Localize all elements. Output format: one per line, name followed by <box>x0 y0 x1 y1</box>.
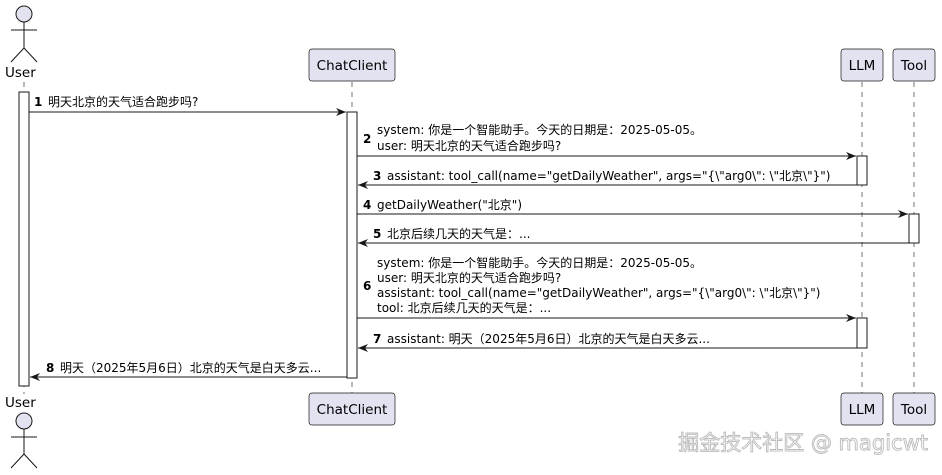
llm-activation-1 <box>856 155 868 186</box>
message-6-line-4: tool: 北京后续几天的天气是：... <box>377 300 551 315</box>
chatclient-box-top <box>308 48 396 82</box>
message-2-number: 2 <box>363 132 371 146</box>
tool-box-top <box>892 48 936 82</box>
message-5-text: 北京后续几天的天气是：... <box>387 226 530 241</box>
chatclient-box-bottom <box>308 392 396 426</box>
message-3-text: assistant: tool_call(name="getDailyWeath… <box>387 169 830 183</box>
chatclient-activation <box>346 111 358 379</box>
activations <box>18 91 920 387</box>
message-4-number: 4 <box>363 198 371 212</box>
message-6-line-3: assistant: tool_call(name="getDailyWeath… <box>377 286 820 300</box>
message-8-text: 明天（2025年5月6日）北京的天气是白天多云... <box>60 360 321 375</box>
participants-top: User ChatClient LLM Tool <box>5 5 936 82</box>
participants-bottom: User ChatClient LLM Tool <box>5 392 936 469</box>
message-7-text: assistant: 明天（2025年5月6日）北京的天气是白天多云... <box>387 331 710 346</box>
message-2-line-2: user: 明天北京的天气适合跑步吗? <box>377 138 561 153</box>
tool-activation <box>908 213 920 244</box>
message-6-line-2: user: 明天北京的天气适合跑步吗? <box>377 270 561 285</box>
chatclient-label-bottom: ChatClient <box>317 402 388 418</box>
user-activation <box>18 91 30 387</box>
llm-box-bottom <box>840 392 884 426</box>
watermark: 掘金技术社区 @ magicwt <box>678 431 928 455</box>
message-3-number: 3 <box>373 169 381 183</box>
message-2-line-1: system: 你是一个智能助手。今天的日期是：2025-05-05。 <box>377 122 702 137</box>
llm-label-bottom: LLM <box>849 402 876 418</box>
llm-activation-2 <box>856 317 868 349</box>
user-actor-head <box>15 412 33 430</box>
message-arrows <box>29 108 909 381</box>
tool-label-top: Tool <box>900 58 927 74</box>
message-7-number: 7 <box>373 332 381 346</box>
message-4-text: getDailyWeather("北京") <box>377 198 522 212</box>
user-label-top: User <box>5 65 36 81</box>
message-6-line-1: system: 你是一个智能助手。今天的日期是：2025-05-05。 <box>377 255 702 270</box>
message-1-number: 1 <box>34 95 42 109</box>
message-1-text: 明天北京的天气适合跑步吗? <box>48 94 198 109</box>
chatclient-label-top: ChatClient <box>317 58 388 74</box>
llm-box-top <box>840 48 884 82</box>
user-actor-bottom <box>10 412 38 469</box>
user-actor-head <box>15 5 33 23</box>
llm-label-top: LLM <box>849 58 876 74</box>
tool-label-bottom: Tool <box>900 402 927 418</box>
message-6-number: 6 <box>363 279 371 293</box>
tool-box-bottom <box>892 392 936 426</box>
user-label-bottom: User <box>5 395 36 411</box>
user-actor-top <box>10 5 38 63</box>
message-8-number: 8 <box>46 361 54 375</box>
message-5-number: 5 <box>373 227 381 241</box>
